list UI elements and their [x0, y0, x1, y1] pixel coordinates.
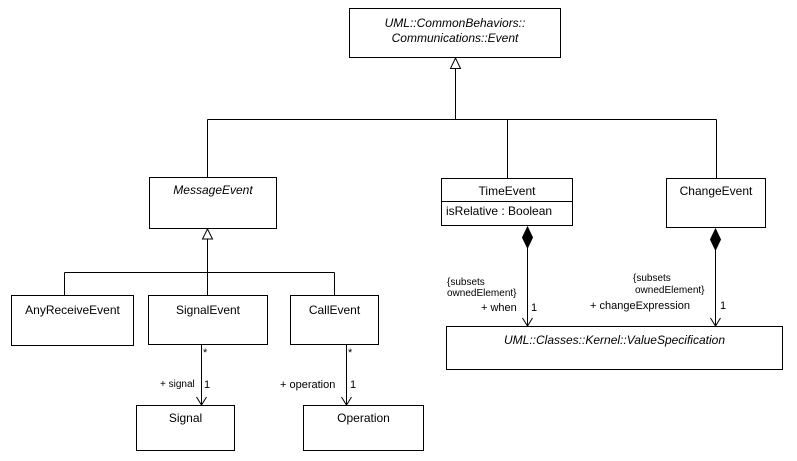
time-event-composition-diamond: [521, 225, 534, 250]
generalization-to-message-event: [64, 227, 335, 295]
class-signal-event[interactable]: SignalEvent: [148, 295, 268, 345]
when-target-multiplicity: 1: [531, 302, 538, 314]
class-event-name-line2: Communications::Event: [391, 31, 519, 45]
change-expression-constraint-line2: ownedElement}: [635, 285, 705, 296]
when-constraint-line2: ownedElement}: [447, 288, 517, 299]
class-time-event-name: TimeEvent: [442, 179, 572, 202]
signal-target-multiplicity: 1: [204, 379, 211, 391]
class-signal-name: Signal: [168, 411, 203, 425]
class-message-event-name: MessageEvent: [173, 183, 253, 197]
when-role-label: + when: [481, 302, 517, 314]
when-constraint-line1: {subsets: [447, 277, 485, 288]
class-time-event[interactable]: TimeEvent isRelative : Boolean: [441, 178, 573, 226]
signal-event-source-multiplicity: *: [203, 347, 208, 359]
composition-change-event-expression: [709, 227, 722, 327]
class-message-event[interactable]: MessageEvent: [149, 177, 277, 229]
class-event[interactable]: UML::CommonBehaviors:: Communications::E…: [349, 8, 561, 58]
class-event-name-line1: UML::CommonBehaviors::: [384, 16, 526, 30]
generalization-arrowhead-event: [449, 56, 462, 69]
change-expression-constraint-line1: {subsets: [633, 273, 671, 284]
class-signal[interactable]: Signal: [136, 405, 235, 451]
change-expression-role-label: + changeExpression: [590, 300, 690, 312]
message-generalization-arrowhead: [201, 227, 214, 240]
class-change-event[interactable]: ChangeEvent: [666, 178, 766, 228]
class-any-receive-event[interactable]: AnyReceiveEvent: [11, 295, 134, 346]
class-call-event[interactable]: CallEvent: [290, 295, 379, 345]
class-value-specification-name: UML::Classes::Kernel::ValueSpecification: [504, 333, 725, 347]
change-expression-target-multiplicity: 1: [720, 300, 727, 312]
change-event-composition-diamond: [709, 227, 722, 252]
class-change-event-name: ChangeEvent: [679, 184, 753, 198]
class-call-event-name: CallEvent: [308, 303, 361, 317]
operation-role-label: + operation: [280, 379, 336, 391]
call-event-source-multiplicity: *: [348, 347, 353, 359]
class-value-specification[interactable]: UML::Classes::Kernel::ValueSpecification: [446, 326, 783, 370]
generalization-to-event: [207, 56, 717, 178]
class-any-receive-event-name: AnyReceiveEvent: [25, 303, 120, 317]
operation-target-multiplicity: 1: [350, 379, 357, 391]
class-operation-name: Operation: [337, 411, 390, 425]
class-operation[interactable]: Operation: [303, 405, 424, 451]
class-signal-event-name: SignalEvent: [175, 303, 241, 317]
time-event-attribute-is-relative: isRelative : Boolean: [446, 204, 553, 218]
signal-role-label: + signal: [160, 379, 195, 390]
